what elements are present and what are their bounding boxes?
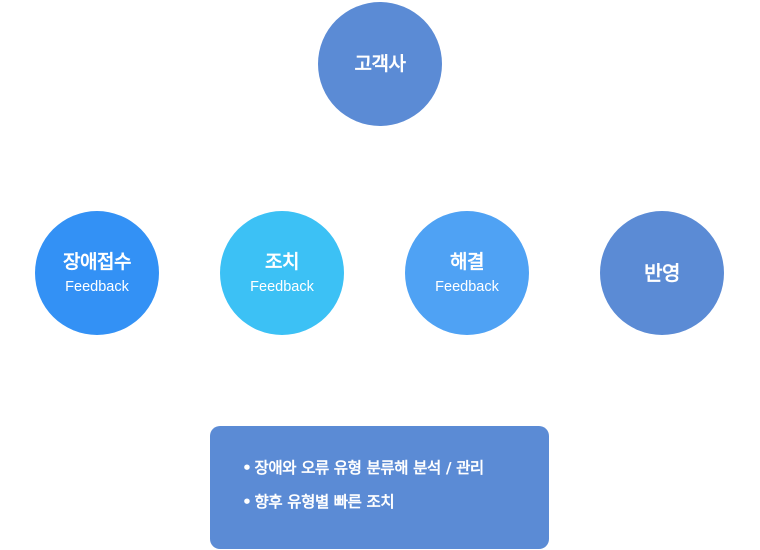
customer-node: 고객사 bbox=[318, 2, 442, 126]
process-node-action: 조치 Feedback bbox=[220, 211, 344, 335]
customer-node-label: 고객사 bbox=[354, 53, 406, 75]
process-node-apply: 반영 bbox=[600, 211, 724, 335]
process-node-action-label: 조치 bbox=[265, 250, 299, 273]
process-node-intake-sub: Feedback bbox=[65, 278, 129, 295]
bullet-icon: • bbox=[242, 459, 252, 477]
process-node-resolve-sub: Feedback bbox=[435, 278, 499, 295]
process-node-apply-label: 반영 bbox=[644, 261, 680, 285]
info-item-quick-action: •향후 유형별 빠른 조치 bbox=[242, 491, 549, 513]
bullet-icon: • bbox=[242, 493, 252, 511]
process-node-resolve: 해결 Feedback bbox=[405, 211, 529, 335]
process-node-intake: 장애접수 Feedback bbox=[35, 211, 159, 335]
process-node-resolve-label: 해결 bbox=[450, 250, 484, 273]
info-box: •장애와 오류 유형 분류해 분석 / 관리 •향후 유형별 빠른 조치 bbox=[210, 426, 549, 549]
info-item-analysis: •장애와 오류 유형 분류해 분석 / 관리 bbox=[242, 457, 549, 479]
info-item-text: 장애와 오류 유형 분류해 분석 / 관리 bbox=[254, 459, 485, 477]
process-node-intake-label: 장애접수 bbox=[63, 250, 131, 273]
info-list: •장애와 오류 유형 분류해 분석 / 관리 •향후 유형별 빠른 조치 bbox=[242, 457, 549, 513]
info-item-text: 향후 유형별 빠른 조치 bbox=[254, 493, 395, 511]
process-node-action-sub: Feedback bbox=[250, 278, 314, 295]
